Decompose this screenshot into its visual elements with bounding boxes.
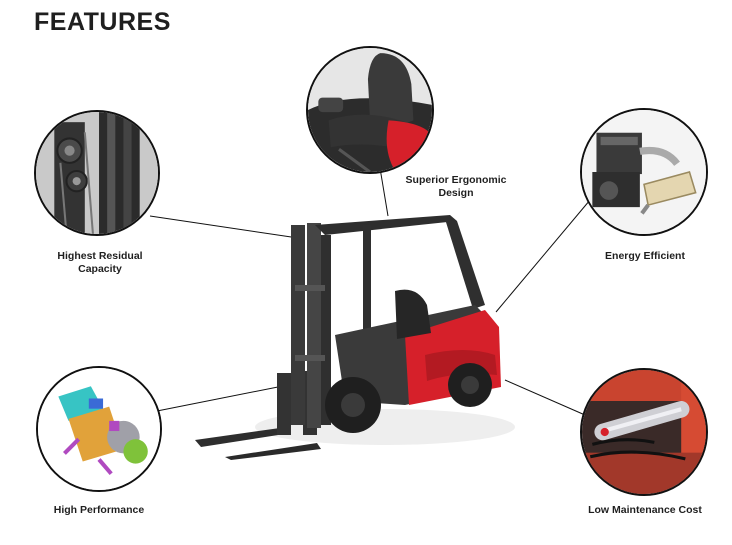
feature-label-low-maintenance: Low Maintenance Cost	[588, 504, 702, 516]
transmission-image	[36, 366, 162, 492]
mast-detail-image	[34, 110, 160, 236]
hydraulic-cylinder-image	[580, 368, 708, 496]
feature-label-residual-capacity: Highest Residual Capacity	[57, 250, 143, 275]
engine-image	[580, 108, 708, 236]
feature-label-energy-efficient: Energy Efficient	[605, 250, 685, 262]
feature-label-high-performance: High Performance	[53, 504, 145, 516]
page-title: FEATURES	[34, 8, 171, 36]
operator-seat-image	[306, 46, 434, 174]
forklift-image	[195, 215, 515, 460]
feature-label-ergonomic-design: Superior Ergonomic Design	[405, 174, 507, 199]
